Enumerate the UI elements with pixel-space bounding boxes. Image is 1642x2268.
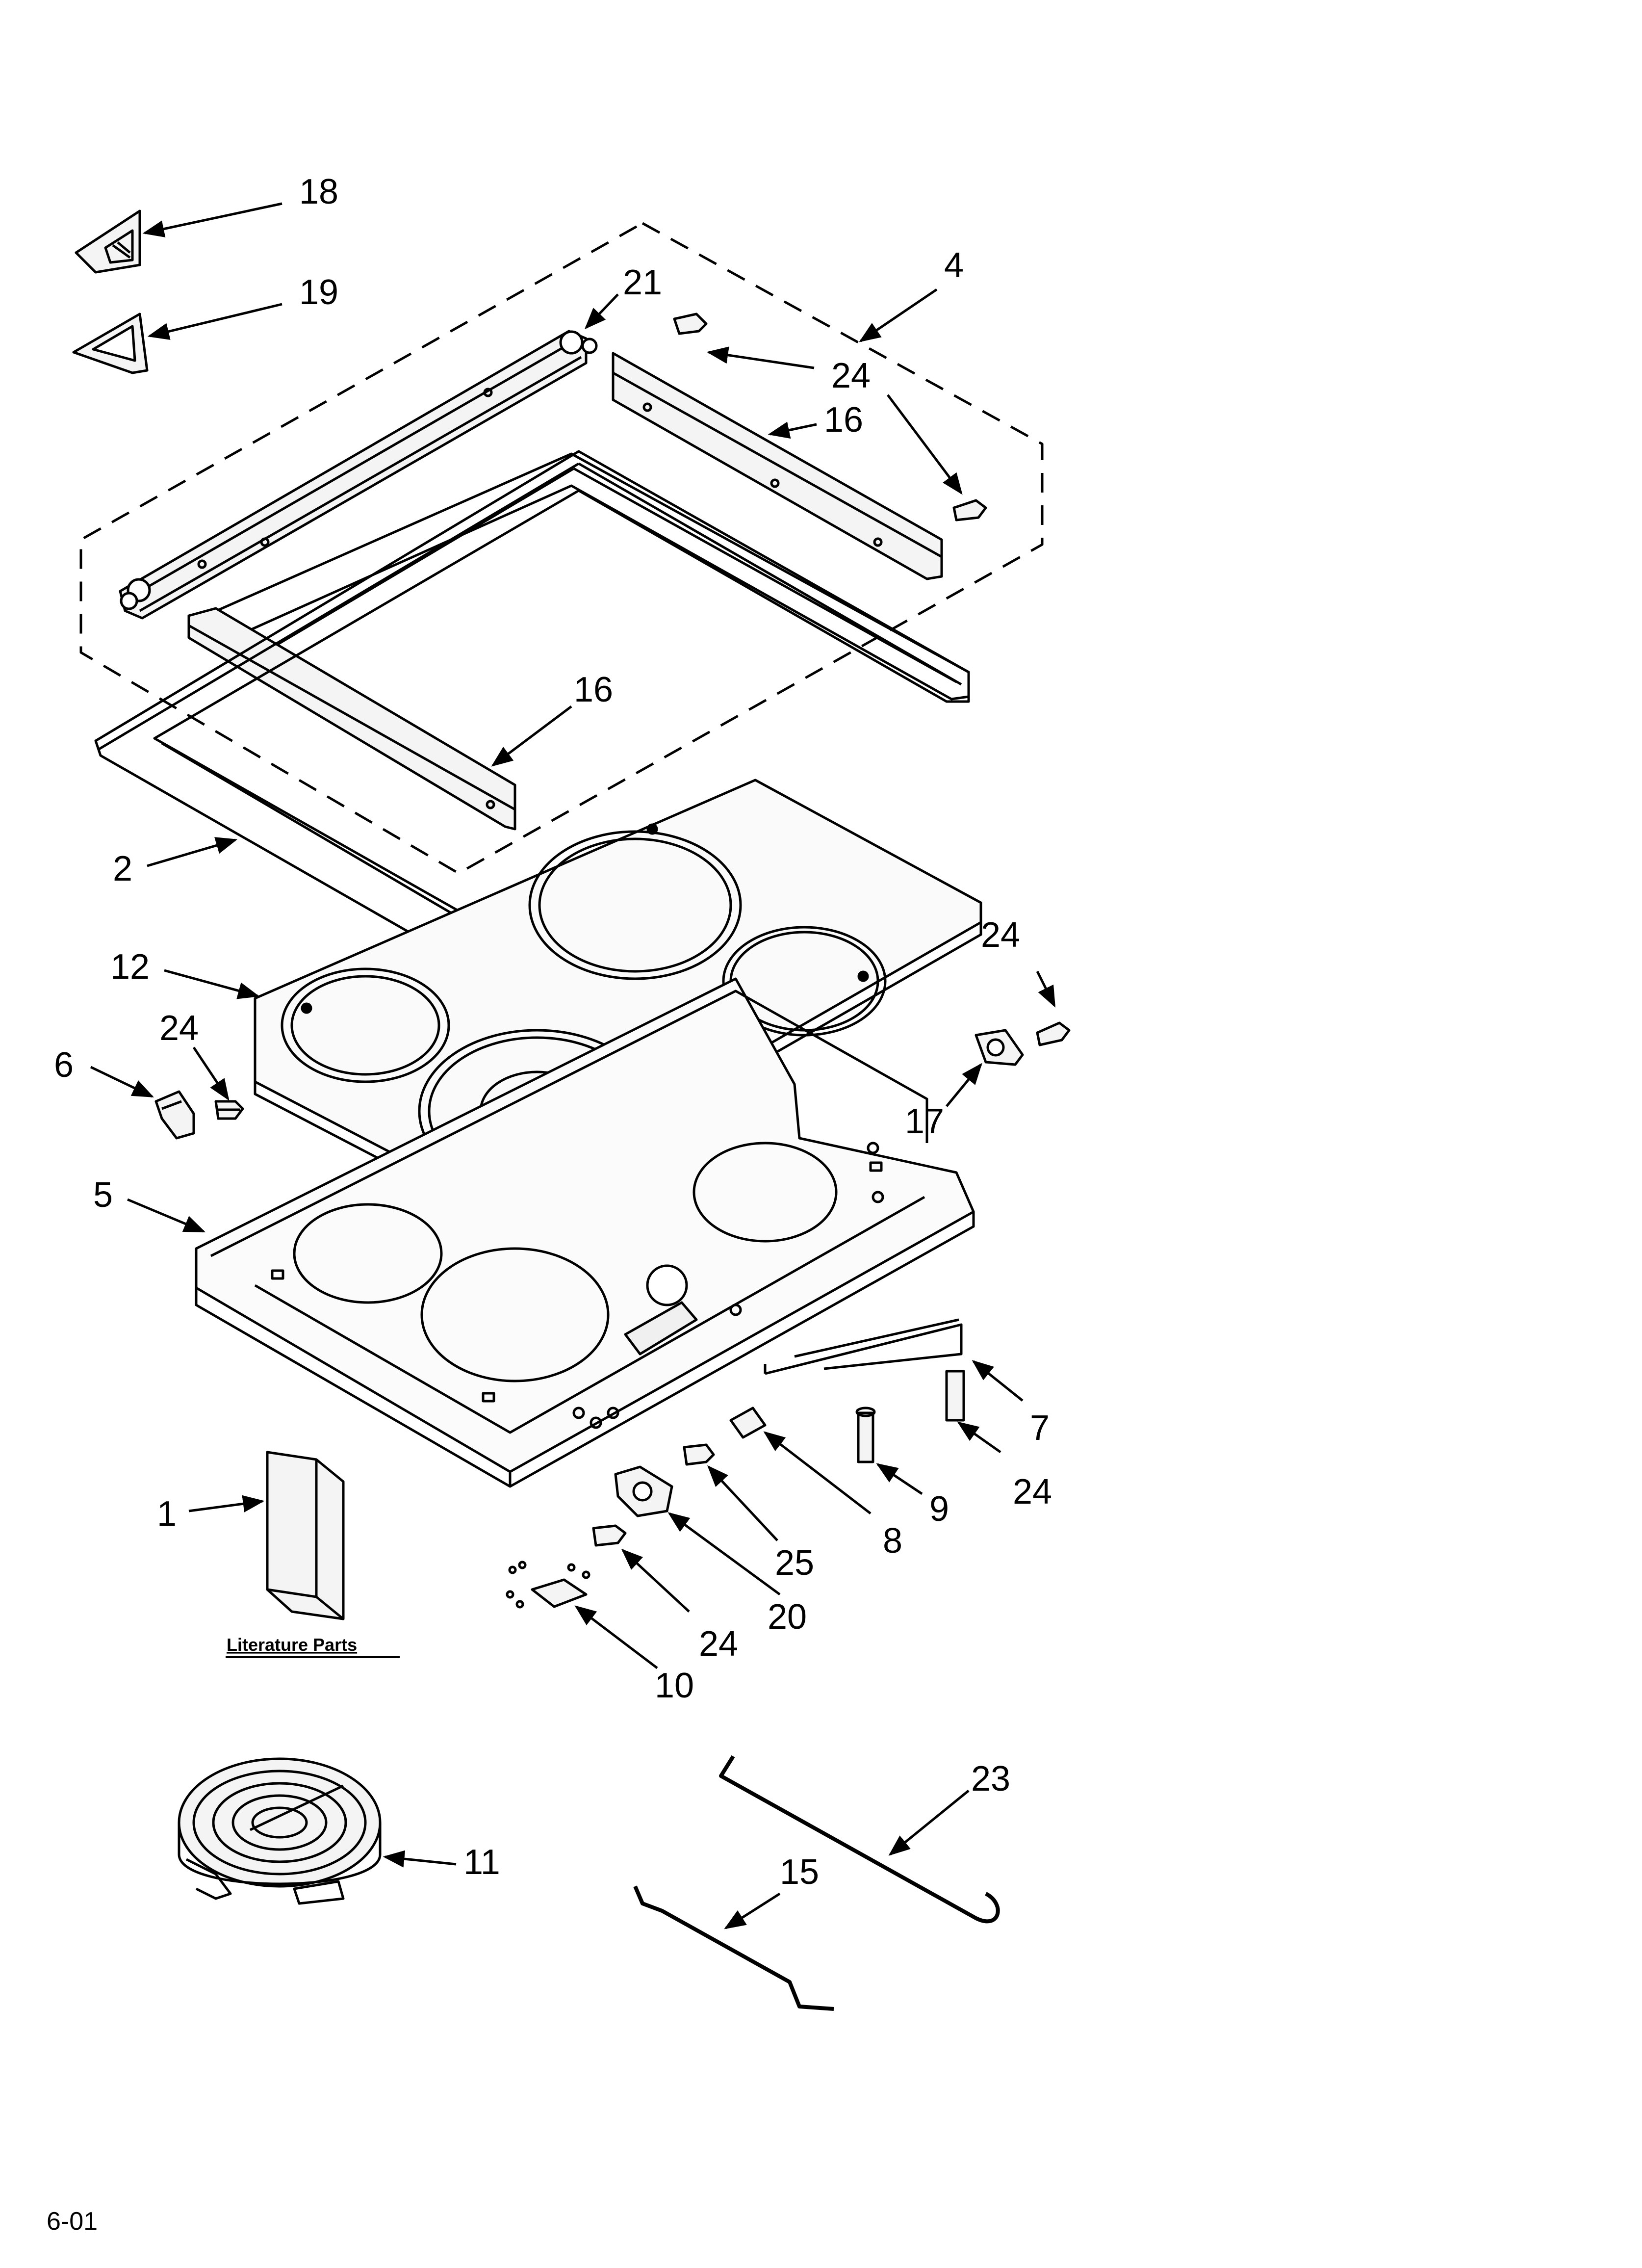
spacer-part-8 <box>729 1407 767 1439</box>
leader-11 <box>383 1850 457 1868</box>
callout-24a: 24 <box>831 356 871 395</box>
callout-10: 10 <box>655 1666 694 1705</box>
leader-2 <box>147 837 238 867</box>
leader-20 <box>667 1512 781 1596</box>
leader-24a <box>706 346 815 369</box>
bracket-part-20 <box>614 1465 673 1517</box>
screw-part-24-bottom <box>592 1524 627 1547</box>
leader-1 <box>188 1495 265 1512</box>
footer-code: 6-01 <box>47 2207 98 2236</box>
literature-parts-label: Literature Parts <box>227 1635 357 1655</box>
leader-24d <box>957 1421 1001 1454</box>
callout-24b: 24 <box>981 915 1020 955</box>
leader-7 <box>972 1360 1024 1402</box>
badge-part-18 <box>75 209 141 274</box>
leader-10 <box>574 1605 658 1669</box>
leader-9 <box>876 1463 923 1495</box>
screw-part-24-right <box>1036 1021 1071 1046</box>
switch-part-10 <box>506 1561 590 1609</box>
inner-frame <box>187 452 970 701</box>
leader-16a <box>768 421 817 439</box>
leader-12 <box>164 969 260 999</box>
callout-19: 19 <box>299 273 338 312</box>
callout-20: 20 <box>768 1597 807 1637</box>
screw-part-25 <box>683 1443 715 1466</box>
leader-16b <box>491 705 572 767</box>
callout-21: 21 <box>623 263 662 302</box>
leader-15 <box>724 1892 781 1929</box>
callout-23: 23 <box>971 1759 1010 1799</box>
leader-24c <box>192 1046 230 1101</box>
leader-24a2 <box>887 394 963 495</box>
literature-part-1 <box>266 1451 345 1620</box>
leader-18 <box>142 202 282 237</box>
callout-15: 15 <box>780 1852 819 1892</box>
callout-12: 12 <box>110 947 150 987</box>
callout-4: 4 <box>944 246 964 285</box>
callout-18: 18 <box>299 172 338 211</box>
callout-24d: 24 <box>1013 1472 1052 1512</box>
heating-element-part-11 <box>178 1757 382 1905</box>
callout-2: 2 <box>113 849 132 888</box>
callout-6: 6 <box>54 1045 74 1085</box>
leader-4 <box>859 288 938 342</box>
trim-strip-upper-part-16 <box>612 352 943 580</box>
callout-17: 17 <box>905 1102 944 1141</box>
screw-part-24-top <box>673 313 708 335</box>
callout-9: 9 <box>929 1489 949 1529</box>
callout-25: 25 <box>775 1543 814 1583</box>
clip-part-6 <box>154 1090 195 1140</box>
callout-7: 7 <box>1030 1408 1050 1448</box>
leader-5 <box>127 1198 206 1233</box>
leader-8 <box>763 1431 872 1514</box>
callout-24e: 24 <box>699 1624 738 1664</box>
screw-part-24-lower-right <box>945 1370 965 1422</box>
callout-24c: 24 <box>159 1009 199 1048</box>
bracket-part-17 <box>975 1029 1024 1066</box>
callout-11: 11 <box>463 1843 500 1882</box>
trim-strip-lower-part-16 <box>187 607 516 831</box>
screw-part-24-top-right <box>952 499 987 521</box>
leader-6 <box>90 1066 154 1098</box>
screw-part-24-left <box>214 1100 244 1120</box>
callout-5: 5 <box>93 1175 113 1215</box>
burner-box-part-5 <box>195 977 975 1488</box>
leader-23 <box>888 1790 970 1856</box>
assembly-outline <box>79 222 1044 875</box>
trim-part-19 <box>72 313 149 374</box>
callout-16a: 16 <box>824 400 863 440</box>
screw-part-9 <box>855 1407 876 1463</box>
leader-21 <box>584 293 619 330</box>
rod-part-23 <box>719 1755 1000 1924</box>
callout-1: 1 <box>157 1494 177 1534</box>
leader-19 <box>147 303 282 340</box>
leader-25 <box>707 1465 778 1541</box>
callout-8: 8 <box>883 1521 902 1561</box>
rod-part-15 <box>633 1885 834 2011</box>
leader-24b <box>1036 970 1056 1008</box>
leader-24e <box>621 1549 690 1613</box>
callout-16b: 16 <box>574 670 613 709</box>
side-rail-part-21 <box>119 330 598 620</box>
leader-17 <box>946 1063 982 1107</box>
